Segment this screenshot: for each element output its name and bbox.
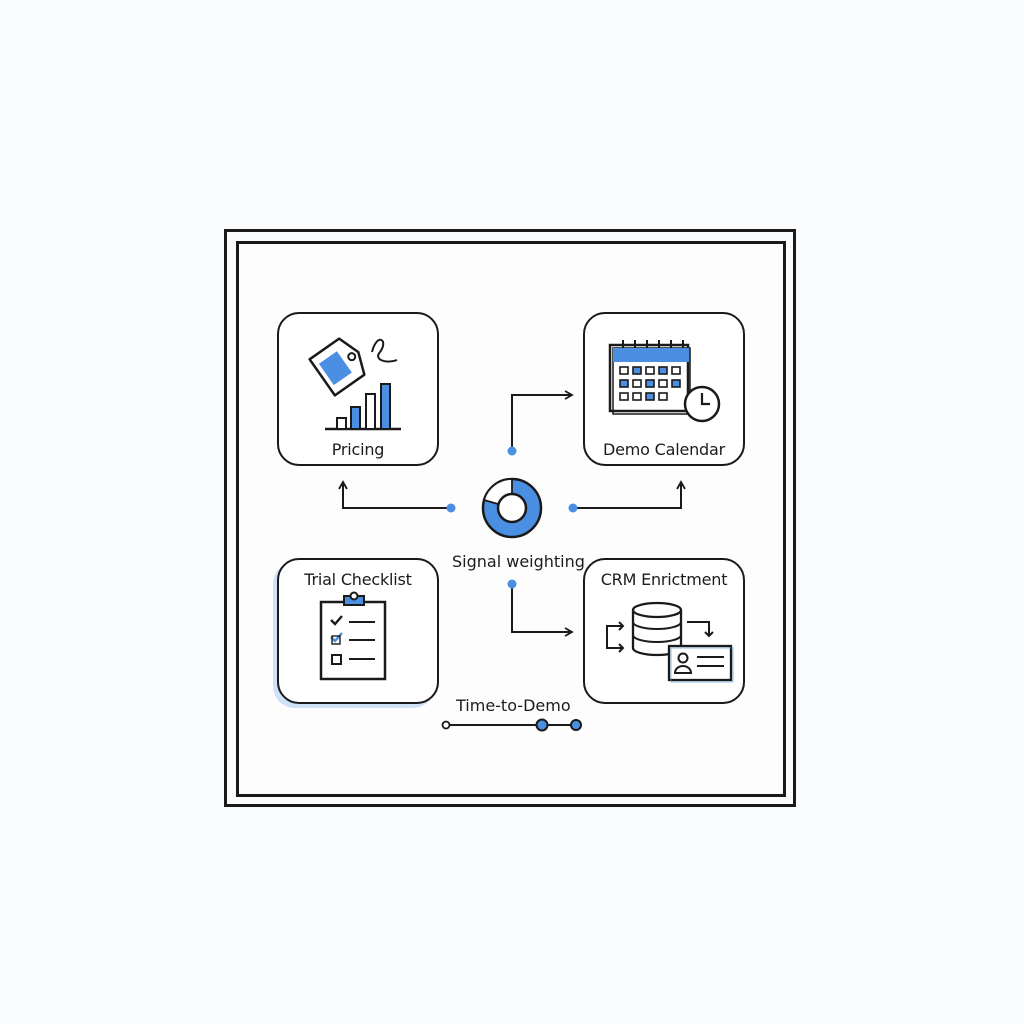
calendar-clock-icon [608, 340, 721, 423]
trial-checklist-card[interactable]: Trial Checklist [277, 558, 439, 704]
connector-to-pricing [338, 480, 451, 509]
checklist-clipboard-icon [319, 591, 387, 681]
trial-checklist-label: Trial Checklist [304, 570, 412, 589]
price-tag-chart-icon [308, 337, 401, 431]
pricing-label: Pricing [331, 440, 385, 459]
connector-to-crm [511, 584, 574, 637]
connector-dot [507, 579, 517, 589]
connector-to-demo-calendar-right [573, 480, 686, 509]
time-to-demo-slider [441, 718, 582, 732]
crm-enrichment-card[interactable]: CRM Enrictment [583, 558, 745, 704]
connector-dot [446, 503, 456, 513]
database-contact-icon [606, 601, 734, 683]
signal-weighting-label: Signal weighting [452, 552, 585, 571]
time-to-demo-label: Time-to-Demo [456, 696, 571, 715]
pricing-card[interactable]: Pricing [277, 312, 439, 466]
demo-calendar-label: Demo Calendar [603, 440, 725, 459]
connector-to-demo-calendar-top [511, 390, 574, 451]
signal-weighting-donut-icon [481, 477, 543, 539]
connector-dot [568, 503, 578, 513]
demo-calendar-card[interactable]: Demo Calendar [583, 312, 745, 466]
crm-enrichment-label: CRM Enrictment [600, 570, 728, 589]
slider-handle [535, 718, 549, 732]
connector-dot [507, 446, 517, 456]
